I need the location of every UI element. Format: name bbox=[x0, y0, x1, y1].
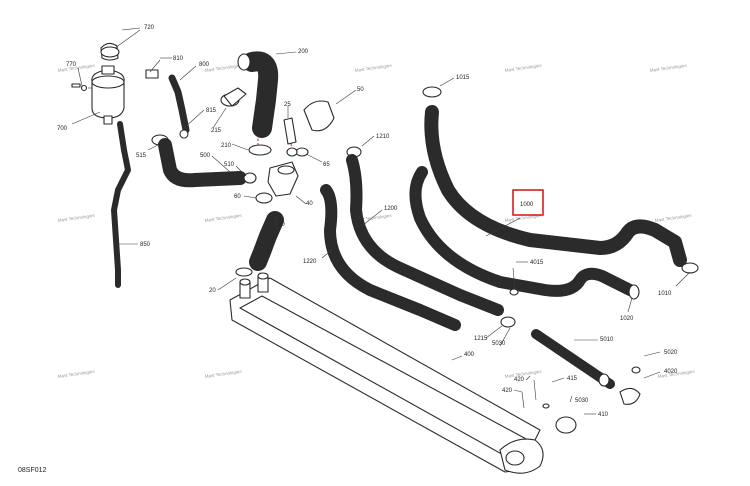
label-60: 60 bbox=[234, 194, 241, 200]
watermarks: Mast Technologies Mast Technologies Mast… bbox=[57, 63, 695, 379]
watermark-text: Mast Technologies bbox=[204, 213, 242, 223]
label-510: 510 bbox=[224, 162, 235, 168]
housing-40-port bbox=[277, 165, 295, 175]
label-1210: 1210 bbox=[376, 134, 390, 140]
watermark-text: Mast Technologies bbox=[57, 63, 95, 73]
hose-1020-end bbox=[628, 284, 640, 300]
label-5010: 5010 bbox=[600, 337, 614, 343]
bolt-4xx bbox=[533, 379, 537, 401]
hose-500-fill bbox=[159, 139, 246, 187]
label-4020: 4020 bbox=[664, 369, 678, 375]
label-850: 850 bbox=[140, 242, 151, 248]
label-10: 10 bbox=[278, 222, 285, 228]
watermark-text: Mast Technologies bbox=[354, 63, 392, 73]
label-1015: 1015 bbox=[456, 75, 470, 81]
clamp-1015 bbox=[422, 86, 442, 98]
label-515: 515 bbox=[136, 153, 147, 159]
clamp-60 bbox=[255, 192, 273, 204]
label-1220: 1220 bbox=[303, 259, 317, 265]
label-200: 200 bbox=[298, 49, 309, 55]
label-400: 400 bbox=[464, 352, 475, 358]
hose-1020-fill bbox=[410, 167, 635, 296]
label-20: 20 bbox=[209, 288, 216, 294]
label-1200: 1200 bbox=[384, 206, 398, 212]
label-1020: 1020 bbox=[620, 316, 634, 322]
highlight-box bbox=[512, 189, 544, 216]
tube-5010-fill bbox=[532, 330, 614, 388]
watermark-text: Mast Technologies bbox=[654, 213, 692, 223]
label-50: 50 bbox=[357, 87, 364, 93]
bolt-25 bbox=[283, 117, 297, 145]
label-4xx: 420 bbox=[514, 377, 525, 383]
clamp-810 bbox=[145, 69, 159, 79]
watermark-text: Mast Technologies bbox=[204, 63, 242, 73]
watermark-text: Mast Technologies bbox=[504, 63, 542, 73]
clamp-815 bbox=[179, 129, 189, 139]
hose-1220-fill bbox=[321, 185, 460, 330]
clamp-20 bbox=[235, 267, 253, 277]
watermark-text: Mast Technologies bbox=[354, 213, 392, 223]
clamp-65b bbox=[286, 147, 298, 157]
bolt-4015 bbox=[512, 267, 516, 291]
label-1215: 1215 bbox=[474, 336, 488, 342]
watermark-text: Mast Technologies bbox=[504, 369, 542, 379]
hose-850-fill bbox=[112, 122, 130, 287]
clamp-65 bbox=[295, 147, 309, 157]
cap-50 bbox=[303, 100, 335, 132]
label-1000: 1000 bbox=[520, 202, 534, 208]
part-labels: 720 810 800 770 700 200 815 215 25 50 51… bbox=[57, 25, 678, 418]
label-415: 415 bbox=[567, 376, 578, 382]
label-815: 815 bbox=[206, 108, 217, 114]
watermark-text: Mast Technologies bbox=[204, 369, 242, 379]
label-210: 210 bbox=[221, 143, 232, 149]
watermark-text: Mast Technologies bbox=[657, 369, 695, 379]
bolt-4015-head bbox=[509, 288, 519, 296]
diagram-code: 08SF012 bbox=[18, 467, 47, 474]
tube-5010-end bbox=[598, 373, 610, 387]
label-65: 65 bbox=[323, 162, 330, 168]
label-700: 700 bbox=[57, 126, 68, 132]
clamp-1010 bbox=[681, 262, 699, 274]
clamp-1215 bbox=[500, 316, 516, 328]
watermark-text: Mast Technologies bbox=[649, 63, 687, 73]
label-5030-lower: 5030 bbox=[575, 398, 589, 404]
label-410: 410 bbox=[598, 412, 609, 418]
label-4015: 4015 bbox=[530, 260, 544, 266]
clamp-510 bbox=[243, 172, 257, 184]
hose-200-fill bbox=[243, 52, 278, 137]
hose-410 bbox=[555, 416, 577, 434]
label-5020: 5020 bbox=[664, 350, 678, 356]
label-720: 720 bbox=[144, 25, 155, 31]
hose-10-fill bbox=[250, 212, 283, 270]
bolt-420 bbox=[521, 391, 525, 409]
label-5030-upper: 5030 bbox=[492, 341, 506, 347]
label-25: 25 bbox=[284, 102, 291, 108]
label-800: 800 bbox=[199, 62, 210, 68]
fitting-215-body bbox=[223, 87, 247, 107]
label-770: 770 bbox=[66, 62, 77, 68]
bolt-415 bbox=[542, 403, 550, 409]
watermark-text: Mast Technologies bbox=[57, 369, 95, 379]
leader-lines bbox=[71, 27, 691, 415]
hose-800-fill bbox=[169, 75, 189, 133]
watermark-text: Mast Technologies bbox=[504, 213, 542, 223]
label-1010: 1010 bbox=[658, 291, 672, 297]
label-500: 500 bbox=[200, 153, 211, 159]
clamp-210 bbox=[248, 144, 272, 156]
heat-exchanger bbox=[229, 272, 544, 474]
fitting-5020 bbox=[631, 366, 641, 374]
hose-1000-fill bbox=[425, 106, 686, 266]
label-40: 40 bbox=[306, 201, 313, 207]
hose-1200-fill bbox=[347, 155, 503, 315]
fitting-4020 bbox=[619, 387, 641, 405]
watermark-text: Mast Technologies bbox=[57, 213, 95, 223]
label-215: 215 bbox=[211, 128, 222, 134]
expansion-tank bbox=[71, 42, 125, 125]
label-810: 810 bbox=[173, 56, 184, 62]
hose-200-end bbox=[237, 53, 251, 71]
label-420: 420 bbox=[502, 388, 513, 394]
